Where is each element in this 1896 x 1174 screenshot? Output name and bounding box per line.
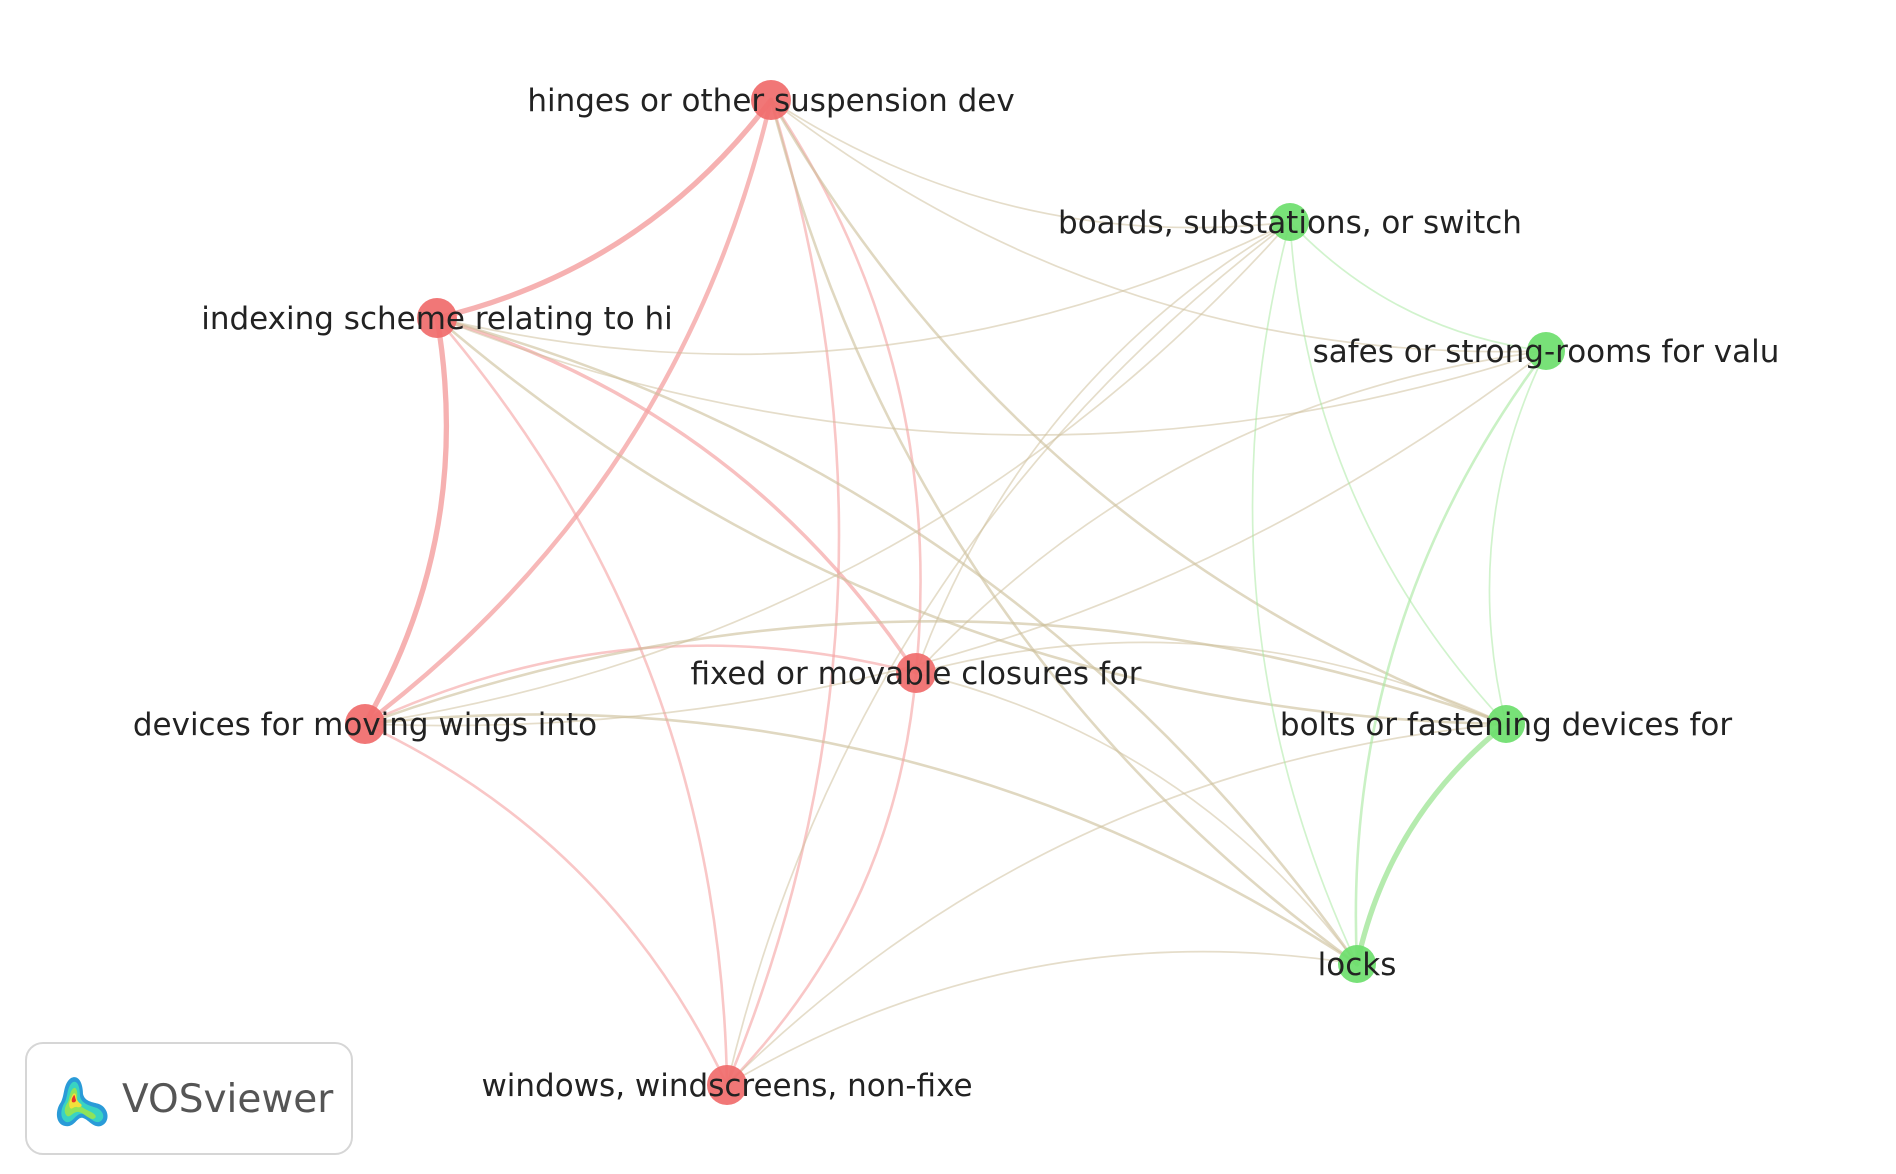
link-safes-locks (1354, 349, 1548, 966)
link-devices-boards (364, 221, 1291, 725)
link-devices-windows (363, 722, 729, 1087)
node-windows[interactable] (707, 1065, 747, 1105)
link-hinges-safes (770, 99, 1547, 353)
link-hinges-windows (725, 98, 841, 1087)
node-bolts[interactable] (1487, 705, 1525, 743)
link-fixed-boards (915, 221, 1291, 674)
link-indexing-fixed (435, 316, 918, 675)
links-layer (362, 97, 1548, 1087)
link-fixed-locks (915, 672, 1358, 965)
link-fixed-bolts (915, 641, 1507, 725)
link-devices-locks (363, 713, 1359, 966)
node-label-windows: windows, windscreens, non-fixe (481, 1068, 972, 1104)
node-label-devices: devices for moving wings into (133, 707, 597, 743)
node-boards[interactable] (1271, 203, 1309, 241)
link-boards-bolts (1289, 221, 1507, 725)
link-boards-safes (1289, 221, 1547, 352)
link-boards-locks (1251, 221, 1358, 965)
node-label-bolts: bolts or fastening devices for (1280, 707, 1732, 743)
link-indexing-windows (435, 316, 729, 1087)
link-fixed-windows (725, 671, 918, 1087)
vosviewer-logo: VOSviewer (25, 1042, 353, 1155)
link-hinges-locks (769, 98, 1359, 966)
node-hinges[interactable] (751, 80, 791, 120)
link-windows-locks (726, 950, 1358, 1086)
node-label-boards: boards, substations, or switch (1058, 205, 1522, 241)
link-safes-bolts (1488, 350, 1547, 725)
labels-layer: hinges or other suspension dev indexing s… (133, 83, 1780, 1104)
node-label-locks: locks (1318, 947, 1397, 983)
node-label-safes: safes or strong-rooms for valu (1313, 334, 1780, 370)
link-hinges-boards (770, 99, 1291, 229)
link-indexing-devices (362, 315, 450, 727)
node-locks[interactable] (1338, 945, 1376, 983)
node-label-fixed: fixed or movable closures for (691, 656, 1142, 692)
link-windows-boards (726, 221, 1291, 1086)
link-fixed-safes (915, 350, 1547, 674)
node-indexing[interactable] (417, 298, 457, 338)
link-hinges-bolts (769, 98, 1508, 726)
link-indexing-boards (436, 221, 1291, 356)
node-label-hinges: hinges or other suspension dev (527, 83, 1014, 119)
link-windows-bolts (726, 723, 1507, 1086)
vosviewer-logo-icon (56, 1077, 108, 1127)
link-indexing-safes (436, 317, 1547, 436)
node-safes[interactable] (1527, 332, 1565, 370)
link-devices-safes (364, 350, 1547, 727)
link-hinges-devices (362, 97, 774, 727)
vosviewer-logo-text: VOSviewer (122, 1077, 334, 1122)
link-hinges-indexing (434, 97, 774, 321)
link-indexing-bolts (435, 316, 1508, 726)
node-fixed[interactable] (896, 653, 936, 693)
node-devices[interactable] (345, 704, 385, 744)
link-bolts-locks (1354, 721, 1509, 967)
nodes-layer (345, 80, 1565, 1105)
node-label-indexing: indexing scheme relating to hi (201, 301, 673, 337)
link-indexing-locks (435, 316, 1359, 966)
